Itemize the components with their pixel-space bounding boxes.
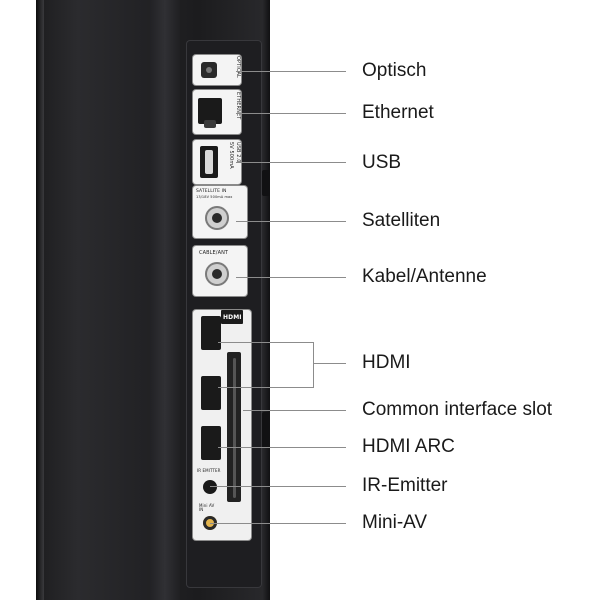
leader-ir bbox=[210, 486, 346, 487]
usb-port bbox=[193, 140, 241, 184]
leader-ci-slot bbox=[243, 410, 346, 411]
optical-lens bbox=[206, 67, 212, 73]
label-usb: USB bbox=[362, 152, 402, 173]
leader-usb bbox=[236, 162, 346, 163]
usb-tongue bbox=[205, 150, 213, 174]
usb-port-text-1: USB 2.0 bbox=[235, 142, 241, 163]
label-cable: Kabel/Antenne bbox=[362, 266, 487, 287]
ethernet-port bbox=[193, 90, 241, 134]
antenna-text: CABLE/ANT bbox=[199, 250, 229, 256]
usb-port-text-2: 5V 500mA bbox=[228, 142, 234, 169]
label-optical: Optisch bbox=[362, 60, 427, 81]
label-ci-slot: Common interface slot bbox=[362, 399, 553, 420]
ethernet-latch bbox=[204, 120, 216, 128]
hdmi-2-socket bbox=[201, 376, 221, 410]
leader-hdmi bbox=[313, 363, 346, 364]
label-hdmi-arc: HDMI ARC bbox=[362, 436, 455, 457]
ir-jack bbox=[203, 480, 217, 494]
leader-cable bbox=[236, 277, 346, 278]
ci-slot-opening bbox=[233, 358, 236, 498]
leader-hdmi-bracket bbox=[313, 342, 314, 388]
ethernet-socket bbox=[198, 98, 222, 124]
side-button bbox=[262, 412, 270, 448]
leader-optical bbox=[236, 71, 346, 72]
leader-hdmi-arc bbox=[218, 447, 346, 448]
antenna-port: CABLE/ANT bbox=[193, 246, 247, 296]
mini-av-text: Mini AV IN bbox=[199, 503, 215, 512]
hdmi-logo: HDMI bbox=[223, 314, 242, 321]
hdmi-arc-socket bbox=[201, 426, 221, 460]
ir-text: IR EMITTER bbox=[197, 468, 221, 473]
satellite-port: SATELLITE IN 13/18V 500mA max bbox=[193, 186, 247, 238]
label-satellite: Satelliten bbox=[362, 210, 441, 231]
tv-back-ridge bbox=[150, 0, 180, 600]
label-ir: IR-Emitter bbox=[362, 475, 448, 496]
satellite-text-1: SATELLITE IN bbox=[196, 189, 227, 194]
satellite-connector-core bbox=[212, 213, 222, 223]
tv-right-edge bbox=[262, 0, 270, 600]
side-button bbox=[262, 170, 270, 196]
label-hdmi: HDMI bbox=[362, 352, 411, 373]
optical-port bbox=[193, 55, 241, 85]
leader-satellite bbox=[236, 221, 346, 222]
antenna-connector-core bbox=[212, 269, 222, 279]
leader-mini-av bbox=[210, 523, 346, 524]
hdmi-1-socket bbox=[201, 316, 221, 350]
optical-port-text: OPTICAL bbox=[235, 56, 241, 78]
label-mini-av: Mini-AV bbox=[362, 512, 428, 533]
leader-ethernet bbox=[236, 113, 346, 114]
leader-hdmi-2 bbox=[218, 387, 313, 388]
leader-hdmi-1 bbox=[218, 342, 313, 343]
satellite-text-2: 13/18V 500mA max bbox=[196, 195, 233, 199]
label-ethernet: Ethernet bbox=[362, 102, 434, 123]
tv-left-edge bbox=[36, 0, 44, 600]
hdmi-ci-block bbox=[193, 310, 251, 540]
ethernet-port-text: ETHERNET bbox=[235, 92, 241, 120]
hdmi-logo-box: HDMI bbox=[221, 310, 243, 324]
